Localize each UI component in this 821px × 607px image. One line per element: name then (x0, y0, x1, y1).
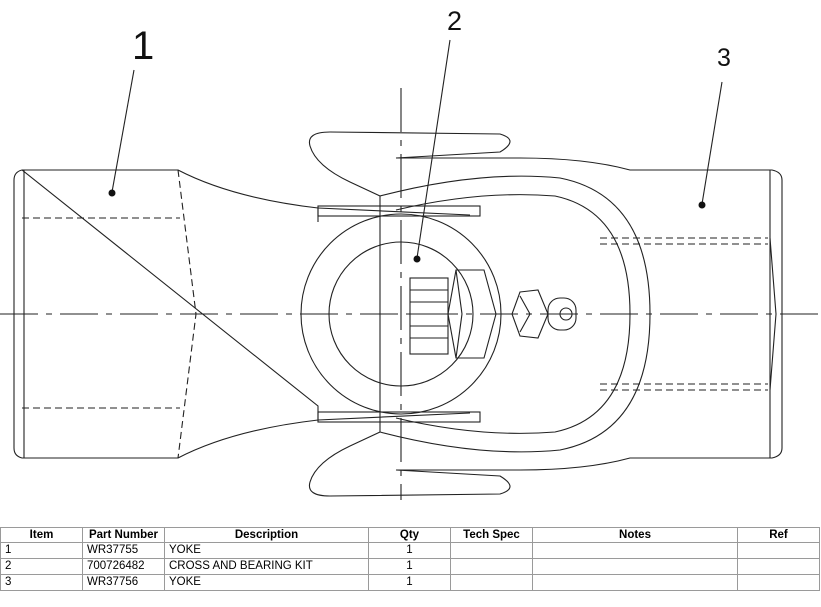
header-item: Item (0, 527, 83, 543)
cell-notes (532, 542, 738, 559)
cell-ref (737, 542, 820, 559)
cell-description: CROSS AND BEARING KIT (164, 558, 369, 575)
cell-item: 3 (0, 574, 83, 591)
leader-dot-2 (413, 255, 421, 263)
cell-ref (737, 558, 820, 575)
cell-qty: 1 (368, 558, 451, 575)
callout-item-2: 2 (447, 6, 463, 36)
cell-notes (532, 574, 738, 591)
table-row: 3 WR37756 YOKE 1 (0, 574, 820, 591)
header-part-number: Part Number (82, 527, 165, 543)
cell-ref (737, 574, 820, 591)
table-row: 1 WR37755 YOKE 1 (0, 542, 820, 559)
leader-line-2 (416, 39, 451, 259)
cell-part-number: 700726482 (82, 558, 165, 575)
header-tech-spec: Tech Spec (450, 527, 533, 543)
cell-qty: 1 (368, 542, 451, 559)
cell-part-number: WR37756 (82, 574, 165, 591)
cell-description: YOKE (164, 542, 369, 559)
cell-item: 1 (0, 542, 83, 559)
header-ref: Ref (737, 527, 820, 543)
table-row: 2 700726482 CROSS AND BEARING KIT 1 (0, 558, 820, 575)
cell-qty: 1 (368, 574, 451, 591)
parts-table: Item Part Number Description Qty Tech Sp… (0, 527, 820, 591)
leader-dot-3 (698, 201, 706, 209)
table-header-row: Item Part Number Description Qty Tech Sp… (0, 527, 820, 543)
cell-part-number: WR37755 (82, 542, 165, 559)
universal-joint-drawing (0, 39, 821, 500)
cell-item: 2 (0, 558, 83, 575)
cell-tech-spec (450, 558, 533, 575)
header-qty: Qty (368, 527, 451, 543)
header-description: Description (164, 527, 369, 543)
yoke-left (13, 169, 471, 459)
cross-bearing (300, 205, 577, 423)
cell-tech-spec (450, 542, 533, 559)
cell-description: YOKE (164, 574, 369, 591)
cell-notes (532, 558, 738, 575)
yoke-right (308, 131, 783, 497)
cell-tech-spec (450, 574, 533, 591)
leader-line-1 (111, 69, 135, 193)
leader-line-3 (701, 81, 723, 205)
callout-item-1: 1 (132, 24, 155, 68)
leader-dot-1 (108, 189, 116, 197)
header-notes: Notes (532, 527, 738, 543)
callout-item-3: 3 (717, 44, 731, 72)
